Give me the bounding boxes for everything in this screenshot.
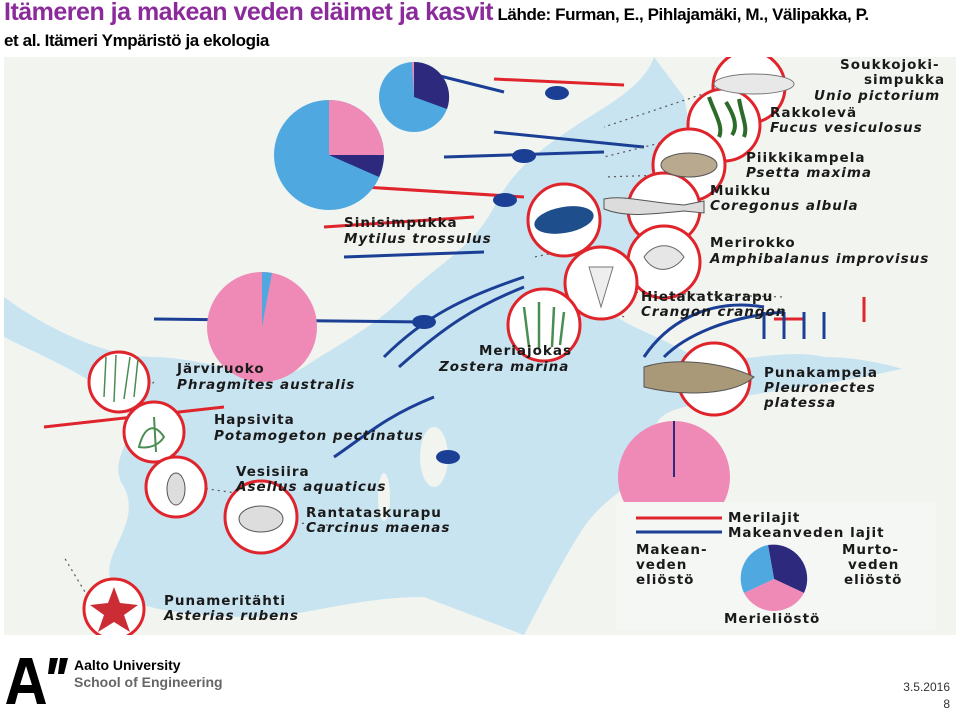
label-potamogeton-latin: Potamogeton pectinatus bbox=[214, 428, 424, 444]
label-crangon-common: Hietakatkarapu bbox=[641, 289, 773, 305]
baltic-sea-map: Soukkojoki- simpukka Unio pictorium Rakk… bbox=[4, 57, 956, 635]
label-amphibalanus-common: Merirokko bbox=[710, 235, 796, 251]
label-carcinus-latin: Carcinus maenas bbox=[306, 520, 450, 536]
label-unio-common: Soukkojoki- bbox=[840, 57, 940, 73]
legend-brackish-line3: eliöstö bbox=[844, 572, 902, 588]
label-mytilus-latin: Mytilus trossulus bbox=[344, 231, 492, 247]
pie-chart-bothnian-bay bbox=[379, 61, 450, 132]
label-amphibalanus-latin: Amphibalanus improvisus bbox=[709, 251, 929, 267]
label-fucus-common: Rakkolevä bbox=[770, 105, 857, 121]
source-line-2: et al. Itämeri Ympäristö ja ekologia bbox=[4, 31, 269, 50]
slide-number: 8 bbox=[943, 697, 950, 711]
aalto-logo bbox=[6, 658, 68, 704]
label-psetta-common: Piikkikampela bbox=[746, 150, 865, 166]
label-zostera-latin: Zostera marina bbox=[438, 359, 569, 375]
legend-fresh-line2: veden bbox=[636, 557, 687, 573]
label-phragmites-latin: Phragmites australis bbox=[177, 377, 355, 393]
label-mytilus-common: Sinisimpukka bbox=[344, 215, 458, 231]
label-psetta-latin: Psetta maxima bbox=[746, 165, 872, 181]
legend-brackish-line2: veden bbox=[848, 557, 899, 573]
pie-chart-central-baltic bbox=[207, 272, 317, 382]
label-potamogeton-common: Hapsivita bbox=[214, 412, 295, 428]
legend-fresh-line3: eliöstö bbox=[636, 572, 694, 588]
label-pleuronectes-common: Punakampela bbox=[764, 365, 878, 381]
legend-brackish-line1: Murto- bbox=[842, 542, 899, 558]
label-zostera-common: Meriajokas bbox=[479, 343, 572, 359]
species-labels: Soukkojoki- simpukka Unio pictorium Rakk… bbox=[163, 57, 945, 624]
island-oland bbox=[378, 473, 390, 521]
legend-marine-fauna: Merieliöstö bbox=[724, 611, 820, 627]
phragmites-illustration bbox=[87, 350, 151, 414]
pie-chart-bothnian-sea bbox=[274, 100, 384, 210]
measurement-dots bbox=[412, 86, 569, 464]
zostera-illustration bbox=[506, 287, 582, 363]
label-phragmites-common: Järviruoko bbox=[176, 361, 265, 377]
source-line-1: Lähde: Furman, E., Pihlajamäki, M., Väli… bbox=[497, 5, 869, 24]
label-pleuronectes-latin: Pleuronectes bbox=[764, 380, 876, 396]
label-fucus-latin: Fucus vesiculosus bbox=[770, 120, 923, 136]
organism-glyphs bbox=[90, 73, 795, 632]
school-name: School of Engineering bbox=[74, 674, 223, 690]
land-germany-denmark bbox=[4, 337, 524, 635]
title-text: Itämeren ja makean veden eläimet ja kasv… bbox=[4, 0, 494, 26]
legend-fresh-line1: Makean- bbox=[636, 542, 708, 558]
label-asterias-latin: Asterias rubens bbox=[163, 608, 299, 624]
island-gotland bbox=[420, 427, 448, 487]
legend-pie-chart bbox=[740, 544, 808, 611]
label-crangon-latin: Crangon crangon bbox=[641, 304, 786, 320]
label-carcinus-common: Rantataskurapu bbox=[306, 505, 442, 521]
label-asterias-common: Punameritähti bbox=[164, 593, 286, 609]
label-asellus-latin: Asellus aquaticus bbox=[235, 479, 386, 495]
label-coregonus-latin: Coregonus albula bbox=[710, 198, 859, 214]
label-unio-common2: simpukka bbox=[864, 72, 945, 88]
label-coregonus-common: Muikku bbox=[710, 183, 771, 199]
legend-marine-label: Merilajit bbox=[728, 510, 800, 526]
slide-title: Itämeren ja makean veden eläimet ja kasv… bbox=[4, 0, 956, 54]
label-asellus-common: Vesisiira bbox=[236, 464, 310, 480]
land-scandinavia bbox=[4, 57, 654, 374]
slide-date: 3.5.2016 bbox=[903, 680, 950, 694]
label-unio-latin: Unio pictorium bbox=[814, 88, 940, 104]
legend-freshwater-label: Makeanveden lajit bbox=[728, 525, 885, 541]
label-pleuronectes-latin2: platessa bbox=[763, 395, 836, 411]
university-name: Aalto University bbox=[74, 657, 181, 673]
legend-box: Merilajit Makeanveden lajit Makean- vede… bbox=[616, 502, 936, 630]
